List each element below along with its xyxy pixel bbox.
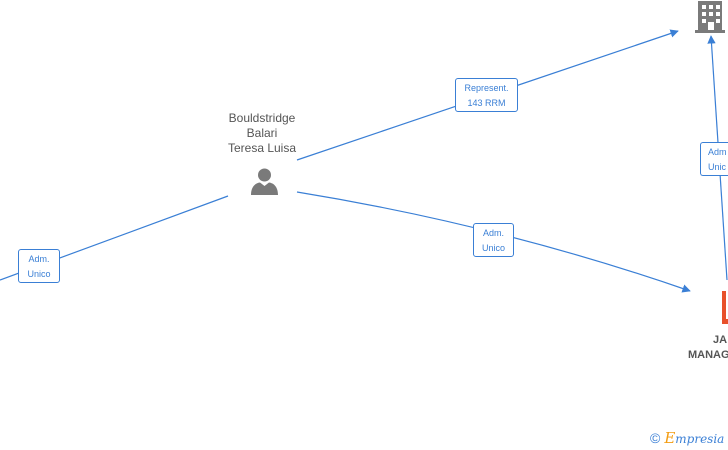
- company-icon[interactable]: [719, 291, 728, 325]
- edge-label-represent-line-1: Represent.: [464, 83, 509, 93]
- building-icon[interactable]: [695, 0, 728, 34]
- edge-label-adm-top-line-1: Adm: [708, 147, 727, 157]
- edge-label-adm-right-line-2: Unico: [481, 243, 505, 253]
- edge-label-adm-left[interactable]: Adm. Unico: [18, 249, 60, 283]
- copyright-symbol: ©: [650, 430, 661, 446]
- edge-label-represent-line-2: 143 RRM: [467, 98, 506, 108]
- edge-label-adm-top[interactable]: Adm Unic: [700, 142, 728, 176]
- edge-label-adm-left-line-2: Unico: [27, 269, 51, 279]
- brand-logo-letter: E: [664, 429, 676, 447]
- edge-label-represent[interactable]: Represent. 143 RRM: [455, 78, 518, 112]
- person-name[interactable]: Bouldstridge Balari Teresa Luisa: [212, 111, 312, 156]
- company-name-line-1[interactable]: JA: [713, 334, 728, 346]
- person-name-line-3[interactable]: Teresa Luisa: [227, 141, 297, 155]
- person-name-line-2[interactable]: Balari: [246, 126, 278, 140]
- edge-label-adm-right[interactable]: Adm. Unico: [473, 223, 514, 257]
- person-icon[interactable]: [250, 167, 279, 196]
- brand-logo-text: mpresia: [675, 432, 725, 446]
- company-name-line-2[interactable]: MANAG: [688, 349, 728, 361]
- footer-brand: ©Empresia: [650, 429, 724, 447]
- edge-label-adm-top-line-2: Unic: [708, 162, 727, 172]
- person-name-line-1[interactable]: Bouldstridge: [228, 111, 296, 125]
- edge-label-adm-left-line-1: Adm.: [28, 254, 50, 264]
- company-name[interactable]: JA MANAG: [688, 333, 728, 363]
- edge-label-adm-right-line-1: Adm.: [482, 228, 504, 238]
